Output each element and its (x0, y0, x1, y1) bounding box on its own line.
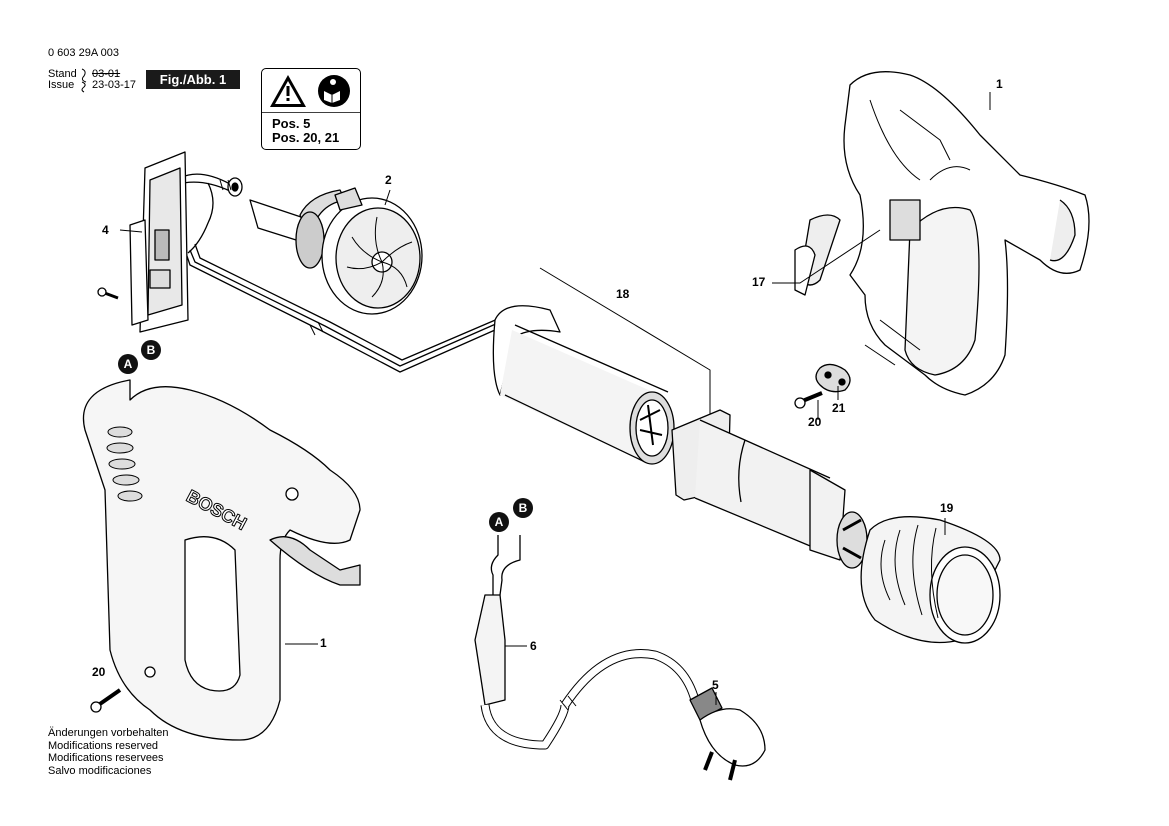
part-label-1-bottom: 1 (320, 636, 327, 650)
footer-line-en: Modifications reserved (48, 739, 159, 752)
screw-part-20-right (794, 391, 823, 409)
marker-a-switch: A (118, 354, 138, 374)
footer-line-fr: Modifications reservees (48, 752, 164, 764)
warning-icons (262, 75, 360, 113)
internal-wires (174, 173, 501, 373)
nozzle-cap-part-19 (860, 516, 1001, 644)
part-label-1-top: 1 (996, 77, 1003, 91)
part-label-4: 4 (102, 223, 109, 237)
nozzle-tube (671, 409, 868, 569)
housing-half-left (82, 379, 361, 741)
part-label-19: 19 (940, 501, 954, 515)
housing-half-right (843, 71, 1090, 396)
heating-element-part-18 (492, 305, 675, 465)
marker-b-switch: B (141, 340, 161, 360)
power-cord-part-6 (474, 535, 700, 750)
stand-label: Stand (48, 68, 77, 80)
issue-value: 23-03-17 (92, 79, 137, 91)
part-number: 0 603 29A 003 (48, 47, 119, 59)
screw-part-20-left (90, 688, 122, 713)
part-label-18: 18 (616, 287, 630, 301)
warning-line-2: Pos. 20, 21 (272, 130, 340, 145)
leader-lines (119, 92, 991, 705)
leader-18 (539, 267, 711, 420)
part-label-6: 6 (530, 639, 537, 653)
warning-line-1: Pos. 5 (272, 116, 311, 131)
read-manual-icon (318, 75, 350, 107)
warning-triangle-icon (270, 75, 306, 107)
break-marks (219, 179, 577, 711)
footer-line-de: Änderungen vorbehalten (48, 727, 169, 739)
part-label-21: 21 (832, 401, 846, 415)
footer-notes: Änderungen vorbehalten Modifications res… (48, 727, 168, 777)
footer-line-es: Salvo modificaciones (48, 764, 152, 777)
plug-part-5 (689, 687, 766, 781)
figure-label: Fig./Abb. 1 (146, 70, 240, 89)
retainer-part-21 (815, 363, 851, 393)
issue-label: Issue (48, 79, 75, 91)
part-label-20-left: 20 (92, 665, 106, 679)
part-label-5: 5 (712, 678, 719, 692)
part-label-17: 17 (752, 275, 766, 289)
switch-part-4 (129, 151, 189, 333)
fan-motor-part-2 (249, 187, 423, 315)
marker-a-cord: A (489, 512, 509, 532)
part-label-2: 2 (385, 173, 392, 187)
part-label-20-right: 20 (808, 415, 822, 429)
warning-box: Pos. 5 Pos. 20, 21 (261, 68, 361, 150)
clip-part-17 (794, 214, 841, 296)
small-screw-switch (97, 287, 119, 300)
stand-value: 03-01 (92, 68, 121, 80)
marker-b-cord: B (513, 498, 533, 518)
